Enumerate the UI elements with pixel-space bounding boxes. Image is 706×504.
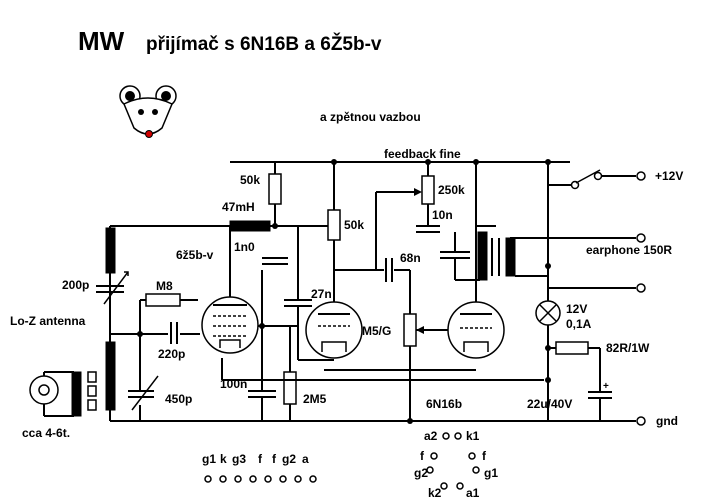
resistor-50k-left: [268, 173, 282, 205]
coil-turns-label: cca 4-6t.: [22, 426, 70, 440]
resistor-2m5: [283, 371, 297, 405]
pin-label-g2: g2: [282, 452, 296, 466]
pot-250k: [421, 175, 435, 205]
resistor-m8: [145, 293, 181, 307]
gnd-label: gnd: [656, 414, 678, 428]
r-50k-b-label: 50k: [344, 218, 364, 232]
r-50k-a-label: 50k: [240, 173, 260, 187]
cap-27n-label: 27n: [311, 287, 332, 301]
choke-47mh: [229, 220, 271, 232]
switch-lever: [575, 169, 601, 184]
mouse-logo: [119, 85, 177, 138]
earphone-terminal-a: [636, 233, 646, 243]
earphone-label: earphone 150R: [586, 243, 672, 257]
pin-label-a1: a1: [466, 486, 480, 500]
pin-label-k2: k2: [428, 486, 442, 500]
pin-label-k: k: [220, 452, 227, 466]
title-main: přijímač s 6N16B a 6Ž5b-v: [146, 33, 382, 55]
gnd-terminal: [636, 416, 646, 426]
title-prefix: MW: [78, 26, 125, 56]
tube-m5g-triode: [305, 301, 363, 359]
transformer-secondary: [505, 237, 516, 277]
resistor-82r: [555, 341, 589, 355]
subtitle: a zpětnou vazbou: [320, 110, 421, 124]
antenna-coupling-coil: [71, 371, 82, 417]
cap-200p-arrow: [103, 271, 129, 305]
cap-22u-label: 22u/40V: [527, 397, 572, 411]
r-m8-label: M8: [156, 279, 173, 293]
cap-450p-label: 450p: [165, 392, 192, 406]
pin-label-f1: f: [258, 452, 263, 466]
pinout-left: g1 k g3 f f g2 a: [202, 452, 317, 483]
transformer-primary: [477, 231, 488, 281]
cap-200p-label: 200p: [62, 278, 89, 292]
pin-label-f2: f: [272, 452, 277, 466]
supply-label: +12V: [655, 169, 683, 183]
cap-22u-plus: +: [603, 381, 609, 392]
switch-contact-b: [593, 171, 603, 181]
tube-6z5b: [201, 296, 259, 354]
r-2m5-label: 2M5: [303, 392, 327, 406]
pin-label-k1: k1: [466, 429, 480, 443]
pin-label-f-right: f: [482, 449, 487, 463]
antenna-label: Lo-Z antenna: [10, 314, 86, 328]
supply-terminal: [636, 171, 646, 181]
pin-label-a2: a2: [424, 429, 438, 443]
lamp-voltage-label: 12V: [566, 302, 587, 316]
pot-250k-label: 250k: [438, 183, 465, 197]
pin-label-f-left: f: [420, 449, 425, 463]
pin-label-g1: g1: [202, 452, 216, 466]
pin-label-a: a: [302, 452, 309, 466]
tube2-label: M5/G: [362, 324, 391, 338]
tuning-coil: [105, 341, 116, 411]
pinout-right: a2 k1 f f g2 g1 k2 a1: [414, 429, 498, 500]
lamp-current-label: 0,1A: [566, 317, 592, 331]
volume-pot: [403, 313, 417, 347]
cap-10n-label: 10n: [432, 208, 453, 222]
pin-label-g2r: g2: [414, 466, 428, 480]
cap-68n-label: 68n: [400, 251, 421, 265]
cap-220p-label: 220p: [158, 347, 185, 361]
tube1-label: 6ž5b-v: [176, 248, 214, 262]
tube3-label: 6N16b: [426, 397, 462, 411]
choke-label: 47mH: [222, 200, 255, 214]
cap-1n0-label: 1n0: [234, 240, 255, 254]
resistor-50k-middle: [327, 209, 341, 241]
cap-450p-arrow: [131, 375, 159, 411]
antenna-coil: [105, 227, 116, 274]
r-82r-label: 82R/1W: [606, 341, 650, 355]
feedback-label: feedback fine: [384, 147, 461, 161]
earphone-terminal-b: [636, 283, 646, 293]
tube-6n16b-triode: [447, 301, 505, 359]
pin-label-g3: g3: [232, 452, 246, 466]
pin-label-g1r: g1: [484, 466, 498, 480]
